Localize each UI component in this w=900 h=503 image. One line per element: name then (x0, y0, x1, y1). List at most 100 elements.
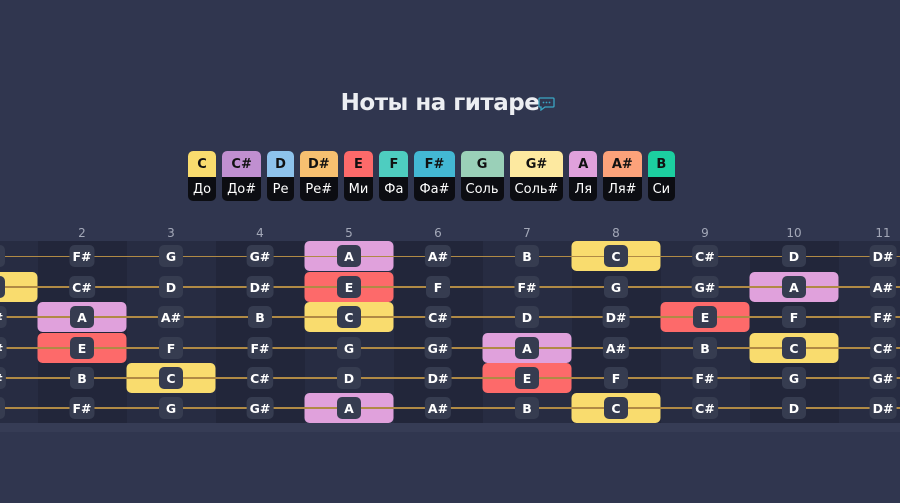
fret-note[interactable]: B (70, 367, 94, 389)
fret-note[interactable]: F (782, 306, 806, 328)
fret-note[interactable]: B (515, 397, 539, 419)
fret-number: 2 (78, 226, 86, 240)
fret-number: 11 (875, 226, 891, 240)
fret-note[interactable]: A (70, 306, 94, 328)
fret-note[interactable]: C# (69, 276, 95, 298)
fret-note[interactable]: A# (869, 276, 897, 298)
fret-column (393, 241, 483, 423)
fret-note[interactable]: F# (247, 337, 273, 359)
fret-note[interactable]: D# (424, 367, 452, 389)
fret-column (126, 241, 216, 423)
fret-note[interactable]: E (337, 276, 361, 298)
fret-note[interactable]: A (515, 337, 539, 359)
fret-note[interactable]: E (70, 337, 94, 359)
fret-note[interactable]: F# (870, 306, 896, 328)
legend-chip-asharp[interactable]: A# Ля# (603, 151, 642, 201)
fret-note[interactable]: F (604, 367, 628, 389)
page-title: Ноты на гитаре (340, 90, 540, 116)
fret-note[interactable]: G# (424, 337, 452, 359)
fret-note[interactable]: D# (246, 276, 274, 298)
legend-chip-csharp[interactable]: C#До# (222, 151, 262, 201)
fret-column (838, 241, 900, 423)
fret-note[interactable]: D (159, 276, 183, 298)
fret-note[interactable]: A# (602, 337, 630, 359)
legend-chip-fsharp[interactable]: F# Фа# (414, 151, 455, 201)
fret-note[interactable]: A# (0, 367, 7, 389)
fret-note[interactable]: C (604, 397, 628, 419)
fret-note[interactable]: F# (514, 276, 540, 298)
fret-number: 8 (612, 226, 620, 240)
fret-note[interactable]: A (337, 245, 361, 267)
fret-note[interactable]: B (248, 306, 272, 328)
fret-note[interactable]: D (782, 245, 806, 267)
fret-note[interactable]: F# (69, 397, 95, 419)
fret-note[interactable]: F (0, 397, 5, 419)
fret-note[interactable]: A# (157, 306, 185, 328)
fret-note[interactable]: C# (247, 367, 273, 389)
legend-name: До (193, 181, 212, 197)
fret-note[interactable]: B (515, 245, 539, 267)
fret-note[interactable]: A# (424, 397, 452, 419)
fret-note[interactable]: F (426, 276, 450, 298)
fret-note[interactable]: F# (69, 245, 95, 267)
legend-note: F# (414, 151, 455, 177)
fret-number: 10 (786, 226, 802, 240)
fret-note[interactable]: A (782, 276, 806, 298)
fret-note[interactable]: G# (869, 367, 897, 389)
fret-note[interactable]: D (782, 397, 806, 419)
fret-note[interactable]: G (604, 276, 628, 298)
legend-name: Ля (574, 181, 593, 197)
fret-note[interactable]: G (159, 245, 183, 267)
fret-number: 3 (167, 226, 175, 240)
legend-note: A# (603, 151, 642, 177)
legend-name: Ре (272, 181, 289, 197)
fret-number: 6 (434, 226, 442, 240)
fret-note[interactable]: C (782, 337, 806, 359)
legend-name: Си (652, 181, 671, 197)
fret-note[interactable]: C# (692, 245, 718, 267)
legend-name: Ля# (608, 181, 637, 197)
fret-note[interactable]: D# (0, 337, 7, 359)
fret-note[interactable]: C# (425, 306, 451, 328)
legend-note: C# (222, 151, 262, 177)
fret-note[interactable]: D (337, 367, 361, 389)
fret-note[interactable]: F (0, 245, 5, 267)
fret-note[interactable]: D# (869, 245, 897, 267)
fret-note[interactable]: C (159, 367, 183, 389)
legend-chip-dsharp[interactable]: D#Ре# (299, 151, 338, 201)
fret-note[interactable]: F# (692, 367, 718, 389)
fret-note[interactable]: C (0, 276, 5, 298)
fret-note[interactable]: G# (0, 306, 7, 328)
fret-number: 9 (701, 226, 709, 240)
fret-note[interactable]: C# (870, 337, 896, 359)
fret-note[interactable]: G# (246, 245, 274, 267)
fret-note[interactable]: G# (691, 276, 719, 298)
fret-note[interactable]: A (337, 397, 361, 419)
fret-note[interactable]: E (693, 306, 717, 328)
fret-note[interactable]: G (337, 337, 361, 359)
fret-note[interactable]: C (337, 306, 361, 328)
fret-note[interactable]: D# (602, 306, 630, 328)
fret-note[interactable]: G# (246, 397, 274, 419)
fret-note[interactable]: G (782, 367, 806, 389)
fret-note[interactable]: C (604, 245, 628, 267)
fret-note[interactable]: E (515, 367, 539, 389)
speech-bubble-icon[interactable] (538, 97, 555, 111)
fret-note[interactable]: D (515, 306, 539, 328)
fret-note[interactable]: F (159, 337, 183, 359)
fret-note[interactable]: A# (424, 245, 452, 267)
legend-name: Фа# (419, 181, 450, 197)
fret-note[interactable]: G (159, 397, 183, 419)
legend-chip-gsharp[interactable]: G#Соль# (509, 151, 564, 201)
fret-note[interactable]: B (693, 337, 717, 359)
fret-note[interactable]: D# (869, 397, 897, 419)
fret-note[interactable]: C# (692, 397, 718, 419)
